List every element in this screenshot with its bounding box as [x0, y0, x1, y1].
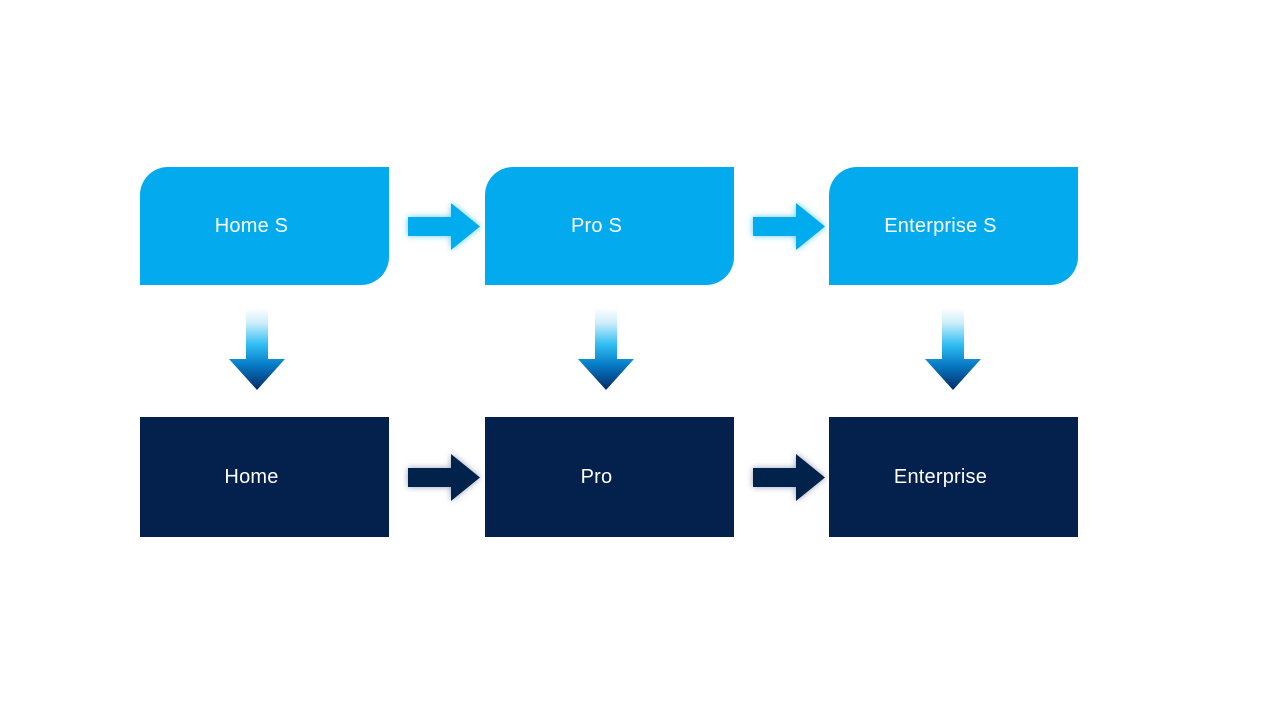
node-home-s-label: Home S	[214, 215, 289, 237]
arrow-home-s-to-home	[229, 308, 285, 390]
node-pro-label: Pro	[580, 466, 613, 488]
arrow-pro-to-enterprise	[753, 454, 825, 501]
node-pro-s[interactable]: Pro S	[485, 167, 734, 285]
node-enterprise-s[interactable]: Enterprise S	[829, 167, 1078, 285]
arrow-home-s-to-pro-s	[408, 203, 480, 250]
node-enterprise-label: Enterprise	[893, 466, 988, 488]
arrow-pro-s-to-enterprise-s	[753, 203, 825, 250]
node-home-label: Home	[224, 466, 279, 488]
node-pro[interactable]: Pro	[485, 417, 734, 537]
arrow-enterprise-s-to-enterprise	[925, 308, 981, 390]
node-home[interactable]: Home	[140, 417, 389, 537]
arrow-pro-s-to-pro	[578, 308, 634, 390]
node-pro-s-label: Pro S	[570, 215, 623, 237]
node-enterprise[interactable]: Enterprise	[829, 417, 1078, 537]
node-home-s[interactable]: Home S	[140, 167, 389, 285]
arrow-home-to-pro	[408, 454, 480, 501]
node-enterprise-s-label: Enterprise S	[884, 215, 997, 237]
